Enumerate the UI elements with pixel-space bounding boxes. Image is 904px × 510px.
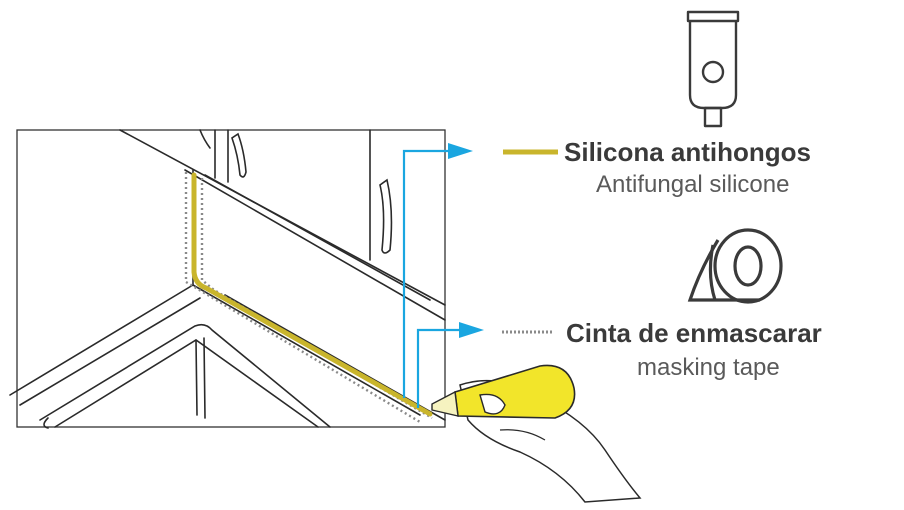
arrow-heads (448, 143, 484, 338)
silicone-label-en: Antifungal silicone (596, 171, 790, 198)
tape-label-es: Cinta de enmascarar (566, 318, 822, 348)
applicator-hand (431, 364, 642, 503)
tape-label-en: masking tape (637, 354, 780, 381)
silicone-bead (191, 172, 433, 417)
masking-tape-lines (184, 172, 433, 424)
tape-roll-icon (687, 228, 783, 304)
illustration-frame (16, 129, 446, 428)
silicone-tube-icon (686, 10, 740, 128)
kitchen-scene (9, 129, 446, 429)
silicone-label-es: Silicona antihongos (564, 137, 812, 167)
pointer-arrows (402, 149, 466, 408)
